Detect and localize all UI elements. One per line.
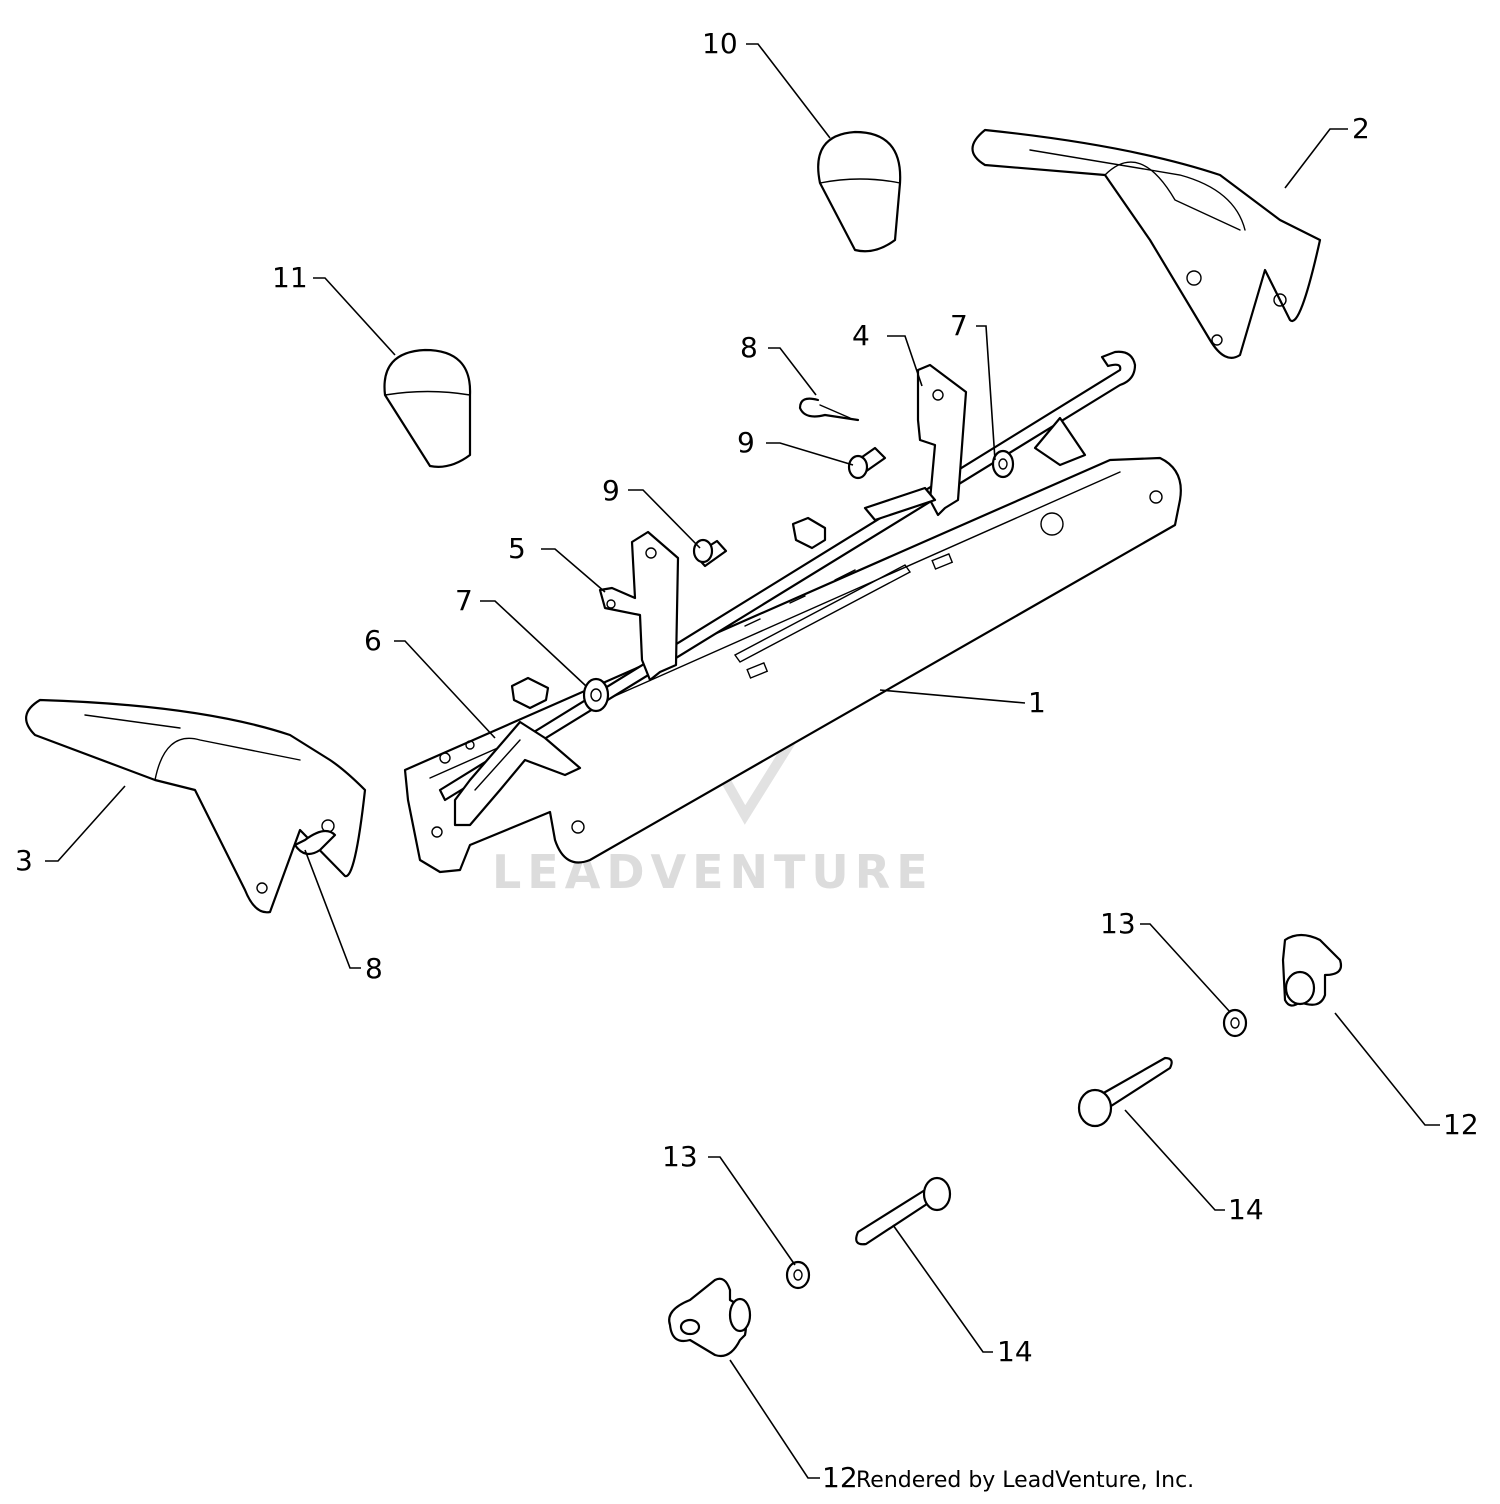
callout-11: 11 — [272, 261, 308, 294]
part-5-plate — [598, 530, 680, 682]
rendered-by-credit: Rendered by LeadVenture, Inc. — [856, 1468, 1195, 1493]
leader-lines — [45, 43, 1440, 1479]
callout-8-lower: 8 — [365, 952, 383, 985]
part-6-linkage — [439, 720, 582, 827]
callout-13-upper: 13 — [1100, 907, 1136, 940]
callout-6: 6 — [364, 624, 382, 657]
callout-9-lower: 9 — [602, 474, 620, 507]
callout-13-lower: 13 — [662, 1140, 698, 1173]
part-8-hairpin-lower — [293, 829, 337, 856]
tab-upper — [791, 516, 827, 550]
callout-7-upper: 7 — [950, 309, 968, 342]
part-12-knob-lower — [668, 1277, 752, 1358]
tab-lower — [510, 676, 550, 710]
part-4-plate — [863, 363, 968, 522]
callout-9-upper: 9 — [737, 426, 755, 459]
part-10-knob — [817, 130, 902, 253]
part-9-bolt-lower — [692, 538, 728, 568]
part-14-bolt-upper — [1077, 1056, 1173, 1128]
callout-12-upper: 12 — [1443, 1108, 1479, 1141]
part-14-bolt-lower — [855, 1176, 952, 1246]
part-7-spacer-a — [991, 449, 1015, 479]
part-11-knob — [383, 348, 472, 468]
callout-1: 1 — [1028, 686, 1046, 719]
callout-2: 2 — [1352, 112, 1370, 145]
part-2-handle — [971, 128, 1322, 359]
part-1-bracket — [403, 456, 1182, 874]
callout-3: 3 — [15, 844, 33, 877]
part-12-knob-upper — [1281, 933, 1343, 1007]
callout-14-upper: 14 — [1228, 1193, 1264, 1226]
watermark-text: LEADVENTURE — [492, 845, 934, 899]
callout-10: 10 — [702, 27, 738, 60]
part-13-washer-lower — [785, 1260, 811, 1290]
callout-labels: 1 2 3 4 5 6 7 7 8 8 9 9 10 11 12 12 13 1… — [15, 27, 1479, 1494]
shaft — [438, 350, 1137, 802]
part-8-hairpin-upper — [798, 397, 860, 422]
part-9-bolt-upper — [847, 446, 887, 480]
callout-8-upper: 8 — [740, 331, 758, 364]
part-13-washer-upper — [1222, 1008, 1248, 1038]
part-7-spacer-b — [582, 677, 610, 713]
callout-14-lower: 14 — [997, 1335, 1033, 1368]
callout-4: 4 — [852, 319, 870, 352]
callout-12-lower: 12 — [822, 1461, 858, 1494]
callout-7-lower: 7 — [455, 584, 473, 617]
callout-5: 5 — [508, 532, 526, 565]
part-3-handle — [25, 698, 367, 914]
